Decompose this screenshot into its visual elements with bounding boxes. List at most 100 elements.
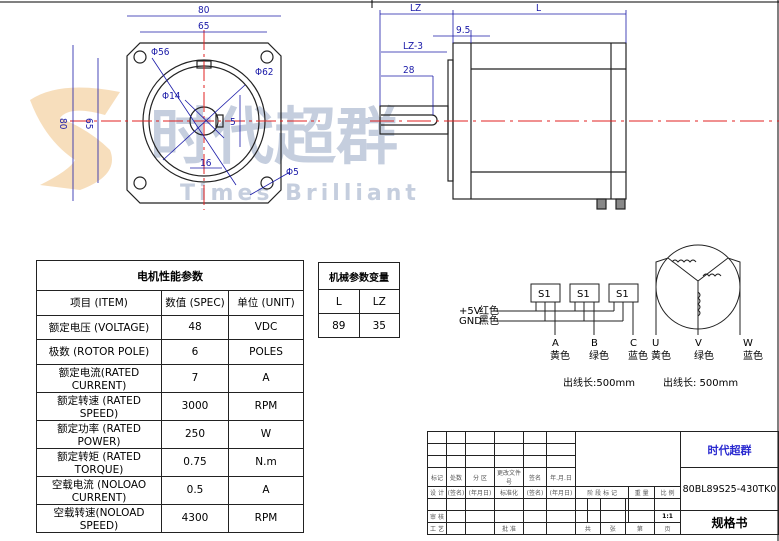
cell: RPM [228, 503, 304, 533]
cell: (年月日) [465, 486, 495, 499]
cell: A [228, 363, 304, 393]
cell: 3000 [161, 391, 229, 421]
model-number: 80BL89S25-430TK0 [680, 467, 779, 511]
cell: 额定电流(RATED CURRENT) [36, 363, 162, 393]
cell: 极数 (ROTOR POLE) [36, 339, 162, 365]
dim-key-5: 5 [230, 117, 236, 128]
cell: 阶 段 标 记 [574, 486, 630, 499]
cell: 空载电流 (NOLOAO CURRENT) [36, 475, 162, 505]
phase-w-label: W [743, 338, 753, 349]
cell: 审 核 [427, 510, 447, 523]
hall-c-label: C [630, 338, 637, 349]
phase-v-color: 绿色 [694, 349, 714, 362]
dim-dia-14: Φ14 [162, 91, 181, 102]
value-l: 89 [318, 313, 360, 338]
dim-dia-5: Φ5 [286, 167, 299, 178]
phase-lead-length: 出线长: 500mm [663, 376, 738, 389]
ground-label: GND [459, 316, 482, 327]
power-label: +5V [459, 306, 481, 317]
cell: 额定转矩 (RATED TORQUE) [36, 447, 162, 477]
phase-u-color: 黄色 [651, 349, 671, 362]
dim-28: 28 [403, 65, 415, 76]
dim-lz-3: LZ-3 [403, 41, 423, 52]
cell: (年月日) [546, 486, 576, 499]
cell: 分 区 [465, 467, 495, 487]
dim-width-65: 65 [198, 21, 209, 32]
cell: W [228, 419, 304, 449]
hall-wiring-diagram [493, 283, 639, 335]
hall-b-color: 绿色 [589, 349, 609, 362]
hall-sensor-b: S1 [577, 289, 590, 300]
header-l: L [318, 289, 360, 314]
header-unit: 单位 (UNIT) [228, 290, 304, 316]
hall-lead-length: 出线长:500mm [563, 376, 635, 389]
cell: (签名) [446, 486, 466, 499]
cell: 处数 [446, 467, 466, 487]
cell: 额定电压 (VOLTAGE) [36, 314, 162, 340]
hall-b-label: B [591, 338, 598, 349]
header-item: 项目 (ITEM) [36, 290, 162, 316]
dim-width-80: 80 [198, 5, 210, 16]
dim-9-5: 9.5 [456, 25, 470, 36]
cell: N.m [228, 447, 304, 477]
spec-table-title: 电机性能参数 [36, 260, 304, 291]
scale: 1:1 [654, 510, 681, 523]
svg-text:Times Brilliant: Times Brilliant [180, 181, 420, 206]
cell: 第 [624, 522, 656, 535]
cell: RPM [228, 391, 304, 421]
cell: 标记 [427, 467, 447, 487]
cell: 签名 [523, 467, 547, 487]
cell: 更改文件号 [494, 467, 524, 487]
dim-dia-56: Φ56 [151, 47, 170, 58]
motor-spec-table: 电机性能参数 项目 (ITEM)数值 (SPEC)单位 (UNIT) 额定电压 … [36, 260, 304, 533]
phase-wiring-diagram [655, 244, 741, 335]
dim-height-65: 65 [83, 118, 94, 129]
power-color: 红色 [479, 304, 499, 317]
cell: 页 [654, 522, 681, 535]
side-view [370, 10, 779, 210]
cell: VDC [228, 314, 304, 340]
cell: 6 [161, 339, 229, 365]
cell: 空载转速(NOLOAD SPEED) [36, 503, 162, 533]
cell: 4300 [161, 503, 229, 533]
cell: 250 [161, 419, 229, 449]
cell: 批 准 [494, 522, 524, 535]
cell: (签名) [523, 486, 547, 499]
value-lz: 35 [358, 313, 400, 338]
company-name: 时代超群 [680, 431, 779, 468]
hall-a-color: 黄色 [550, 349, 570, 362]
cell: 7 [161, 363, 229, 393]
cell: 张 [599, 522, 626, 535]
cell: 48 [161, 314, 229, 340]
dim-l: L [536, 3, 541, 14]
dim-dia-62: Φ62 [255, 67, 274, 78]
cell: 额定功率 (RATED POWER) [36, 419, 162, 449]
cell: 0.5 [161, 475, 229, 505]
hall-c-color: 蓝色 [628, 349, 648, 362]
cell: 重 量 [628, 486, 656, 499]
hall-sensor-c: S1 [616, 289, 629, 300]
phase-v-label: V [695, 338, 702, 349]
cell: 工 艺 [427, 522, 447, 535]
dim-height-80: 80 [57, 118, 68, 130]
document-type: 规格书 [680, 510, 779, 535]
cell: 比 例 [654, 486, 681, 499]
cell: 共 [575, 522, 601, 535]
hall-sensor-a: S1 [538, 289, 551, 300]
dim-16: 16 [200, 158, 212, 169]
cell: 设 计 [427, 486, 447, 499]
header-lz: LZ [358, 289, 400, 314]
ground-color: 黑色 [479, 314, 499, 327]
